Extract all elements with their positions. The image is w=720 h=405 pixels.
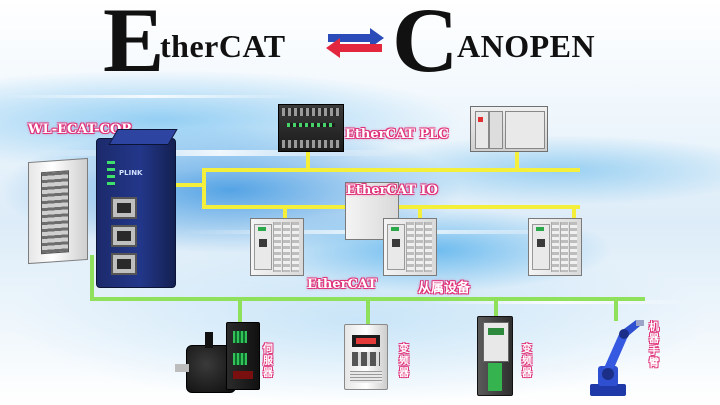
io-drop <box>418 207 422 220</box>
inverter-strip <box>488 363 502 391</box>
plc-drop <box>306 150 310 170</box>
ethercat-bus-link <box>172 183 204 187</box>
terminal-block <box>282 140 340 148</box>
io-coupler <box>254 224 272 270</box>
io-coupler <box>387 224 405 270</box>
title-ethercat-initial: E <box>103 0 165 91</box>
ethercat-bus-upper <box>202 168 580 172</box>
canopen-drop <box>614 299 618 321</box>
motor-shaft <box>175 364 189 372</box>
inverter-display <box>352 335 380 347</box>
din-clip <box>41 170 69 255</box>
robot-arm-icon <box>590 320 644 396</box>
io-module-icon <box>528 218 582 276</box>
io-module-icon <box>383 218 437 276</box>
io-slice <box>406 222 414 272</box>
gateway-module-icon <box>28 157 88 265</box>
io-drop <box>283 207 287 220</box>
drive-connector <box>233 353 247 365</box>
plc-label: EtherCAT PLC <box>345 127 449 142</box>
ethercat-canopen-arrows-icon <box>326 28 384 58</box>
io-slice <box>415 222 423 272</box>
light-streak <box>0 95 300 98</box>
title-canopen-rest: ANOPEN <box>457 28 596 64</box>
terminal-block <box>282 108 340 116</box>
drive-connector <box>233 331 247 343</box>
light-streak <box>40 150 400 156</box>
motor-cable <box>205 332 213 348</box>
inverter-vent <box>350 371 382 383</box>
inverter1-label: 变频器 <box>399 344 409 379</box>
slave-label-suffix: 从属设备 <box>418 281 471 296</box>
io-slice <box>282 222 290 272</box>
plc-module <box>489 111 503 149</box>
inverter-icon <box>344 324 388 390</box>
io-drop <box>572 207 576 220</box>
io-led <box>391 227 399 231</box>
io-slice <box>291 222 299 272</box>
plc-cpu <box>505 111 545 149</box>
io-slice <box>551 222 559 272</box>
canopen-drop <box>366 299 370 326</box>
inverter-face <box>483 322 509 362</box>
gateway-top <box>108 129 178 145</box>
canopen-bus-riser <box>90 255 94 299</box>
io-slice <box>273 222 281 272</box>
servo-label: 伺服器 <box>263 344 273 379</box>
plc-icon <box>278 104 344 152</box>
io-slice <box>569 222 577 272</box>
rj45-port <box>111 225 137 247</box>
inverter-icon <box>477 316 513 396</box>
io-led <box>258 227 266 231</box>
gateway-model-label: WL-ECAT-COP <box>28 122 132 137</box>
light-streak <box>420 300 700 304</box>
gateway-brand: PLINK <box>119 169 143 177</box>
canopen-drop <box>494 299 498 318</box>
servo-drive-icon <box>226 322 260 390</box>
robot-arm-label: 机器手臂 <box>649 322 659 369</box>
slave-label-prefix: EtherCAT <box>307 277 377 292</box>
inverter2-label: 变频器 <box>522 344 532 379</box>
rj45-port <box>111 253 137 275</box>
io-slice <box>560 222 568 272</box>
plc-icon <box>470 106 548 152</box>
canopen-drop <box>238 299 242 324</box>
ethercat-bus-riser <box>202 170 206 208</box>
io-module-icon <box>250 218 304 276</box>
inverter-keypad <box>352 352 380 366</box>
drive-display <box>233 371 253 379</box>
led-row <box>287 123 335 127</box>
plc-drop <box>515 150 519 170</box>
title-ethercat-rest: therCAT <box>160 28 286 64</box>
plc-indicator <box>478 117 483 122</box>
io-led <box>536 227 544 231</box>
rj45-port <box>111 197 137 219</box>
diagram-title: E therCAT C ANOPEN <box>0 0 720 86</box>
gateway-body: PLINK <box>96 129 178 288</box>
title-canopen-initial: C <box>392 0 459 91</box>
status-leds <box>107 161 115 187</box>
io-coupler <box>532 224 550 270</box>
io-slice <box>424 222 432 272</box>
